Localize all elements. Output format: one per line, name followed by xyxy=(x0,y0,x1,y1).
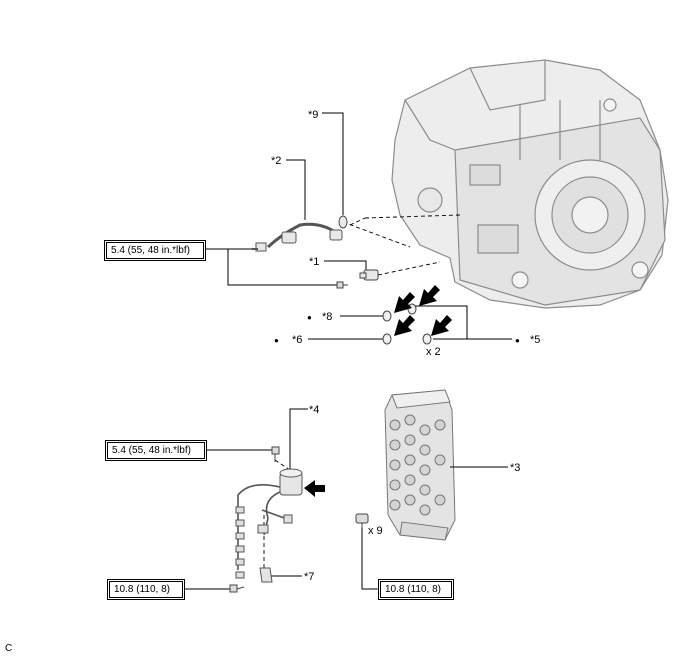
transaxle-housing xyxy=(391,59,669,309)
torque-spec-valve-body-text: 10.8 (110, 8) xyxy=(380,581,452,598)
speed-sensor-1 xyxy=(359,269,379,281)
callout-6: *6 xyxy=(292,334,302,346)
callout-9: *9 xyxy=(308,109,318,121)
torque-spec-solenoid-text: 5.4 (55, 48 in.*lbf) xyxy=(107,442,205,459)
bullet-6: ● xyxy=(274,336,279,345)
callout-3: *3 xyxy=(510,462,520,474)
direction-arrows xyxy=(304,285,452,497)
torque-spec-valve-body: 10.8 (110, 8) xyxy=(378,579,454,600)
callout-1: *1 xyxy=(309,256,319,268)
torque-spec-bracket: 10.8 (110, 8) xyxy=(107,579,185,600)
sensor-bolt xyxy=(336,281,348,289)
harness-connectors xyxy=(235,506,293,579)
wire-bracket-7 xyxy=(259,567,273,583)
callout-5: *5 xyxy=(530,334,540,346)
bracket-bolt xyxy=(229,584,245,593)
quantity-gaskets: x 2 xyxy=(426,346,441,358)
solenoid-bolt xyxy=(271,446,280,462)
bullet-5: ● xyxy=(515,336,520,345)
valve-body xyxy=(384,389,456,541)
torque-spec-bracket-text: 10.8 (110, 8) xyxy=(109,581,183,598)
callout-2: *2 xyxy=(271,155,281,167)
solenoid-4 xyxy=(279,468,303,496)
valve-body-bolt xyxy=(355,513,369,528)
quantity-bolts: x 9 xyxy=(368,525,383,537)
torque-spec-solenoid: 5.4 (55, 48 in.*lbf) xyxy=(105,440,207,461)
callout-7: *7 xyxy=(304,571,314,583)
callout-4: *4 xyxy=(309,404,319,416)
alignment-dashes xyxy=(263,214,461,568)
gasket-9 xyxy=(338,215,348,229)
bullet-8: ● xyxy=(307,313,312,322)
leader-lines xyxy=(185,112,512,590)
torque-spec-speed-sensor: 5.4 (55, 48 in.*lbf) xyxy=(104,240,206,261)
figure-code: C xyxy=(5,643,13,654)
torque-spec-speed-sensor-text: 5.4 (55, 48 in.*lbf) xyxy=(106,242,204,259)
speed-sensor-harness xyxy=(252,222,343,252)
callout-8: *8 xyxy=(322,311,332,323)
